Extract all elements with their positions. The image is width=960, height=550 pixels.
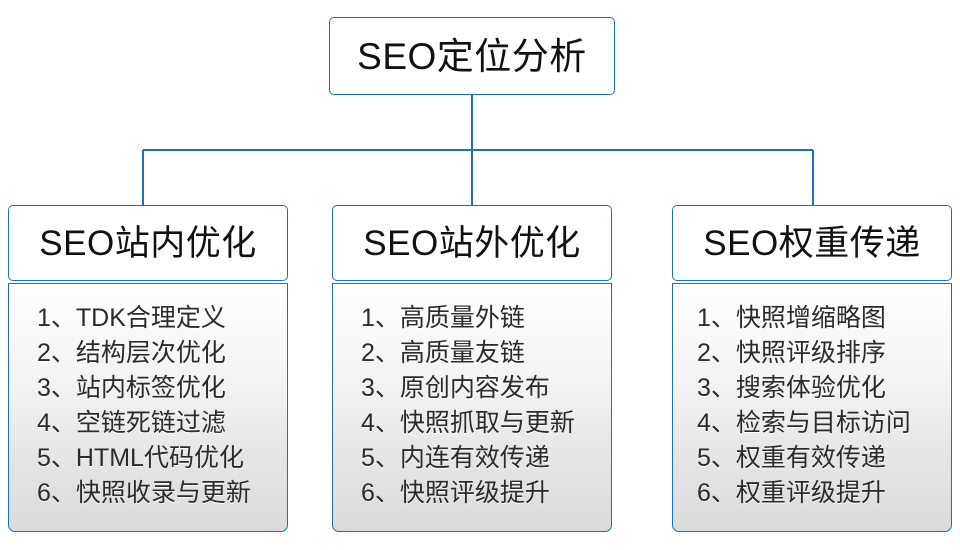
root-node[interactable]: SEO定位分析 — [329, 17, 615, 95]
list-item: 6、快照收录与更新 — [37, 479, 251, 507]
root-node-label: SEO定位分析 — [357, 35, 587, 77]
list-item: 2、高质量友链 — [361, 339, 525, 367]
list-item: 4、快照抓取与更新 — [361, 409, 575, 437]
list-item: 2、结构层次优化 — [37, 339, 226, 367]
branch-header-1[interactable]: SEO站内优化 — [8, 205, 288, 281]
branch-header-label-2: SEO站外优化 — [363, 223, 581, 263]
branch-header-label-1: SEO站内优化 — [39, 223, 257, 263]
list-item: 1、快照增缩略图 — [697, 304, 886, 332]
list-item: 3、站内标签优化 — [37, 374, 226, 402]
branch-header-2[interactable]: SEO站外优化 — [332, 205, 612, 281]
list-item: 5、HTML代码优化 — [37, 444, 244, 472]
list-item: 2、快照评级排序 — [697, 339, 886, 367]
branch-body-3: 1、快照增缩略图 2、快照评级排序 3、搜索体验优化 4、检索与目标访问 5、权… — [672, 283, 952, 532]
list-item: 6、权重评级提升 — [697, 479, 886, 507]
branch-item-list-1: 1、TDK合理定义 2、结构层次优化 3、站内标签优化 4、空链死链过滤 5、H… — [9, 301, 287, 511]
branch-body-2: 1、高质量外链 2、高质量友链 3、原创内容发布 4、快照抓取与更新 5、内连有… — [332, 283, 612, 532]
list-item: 4、检索与目标访问 — [697, 409, 911, 437]
branch-header-3[interactable]: SEO权重传递 — [672, 205, 952, 281]
list-item: 3、搜索体验优化 — [697, 374, 886, 402]
list-item: 3、原创内容发布 — [361, 374, 550, 402]
list-item: 1、高质量外链 — [361, 304, 525, 332]
branch-item-list-3: 1、快照增缩略图 2、快照评级排序 3、搜索体验优化 4、检索与目标访问 5、权… — [673, 301, 951, 511]
branch-header-label-3: SEO权重传递 — [703, 223, 921, 263]
branch-item-list-2: 1、高质量外链 2、高质量友链 3、原创内容发布 4、快照抓取与更新 5、内连有… — [333, 301, 611, 511]
branch-body-1: 1、TDK合理定义 2、结构层次优化 3、站内标签优化 4、空链死链过滤 5、H… — [8, 283, 288, 532]
list-item: 4、空链死链过滤 — [37, 409, 226, 437]
list-item: 5、权重有效传递 — [697, 444, 886, 472]
list-item: 5、内连有效传递 — [361, 444, 550, 472]
list-item: 6、快照评级提升 — [361, 479, 550, 507]
list-item: 1、TDK合理定义 — [37, 304, 226, 332]
